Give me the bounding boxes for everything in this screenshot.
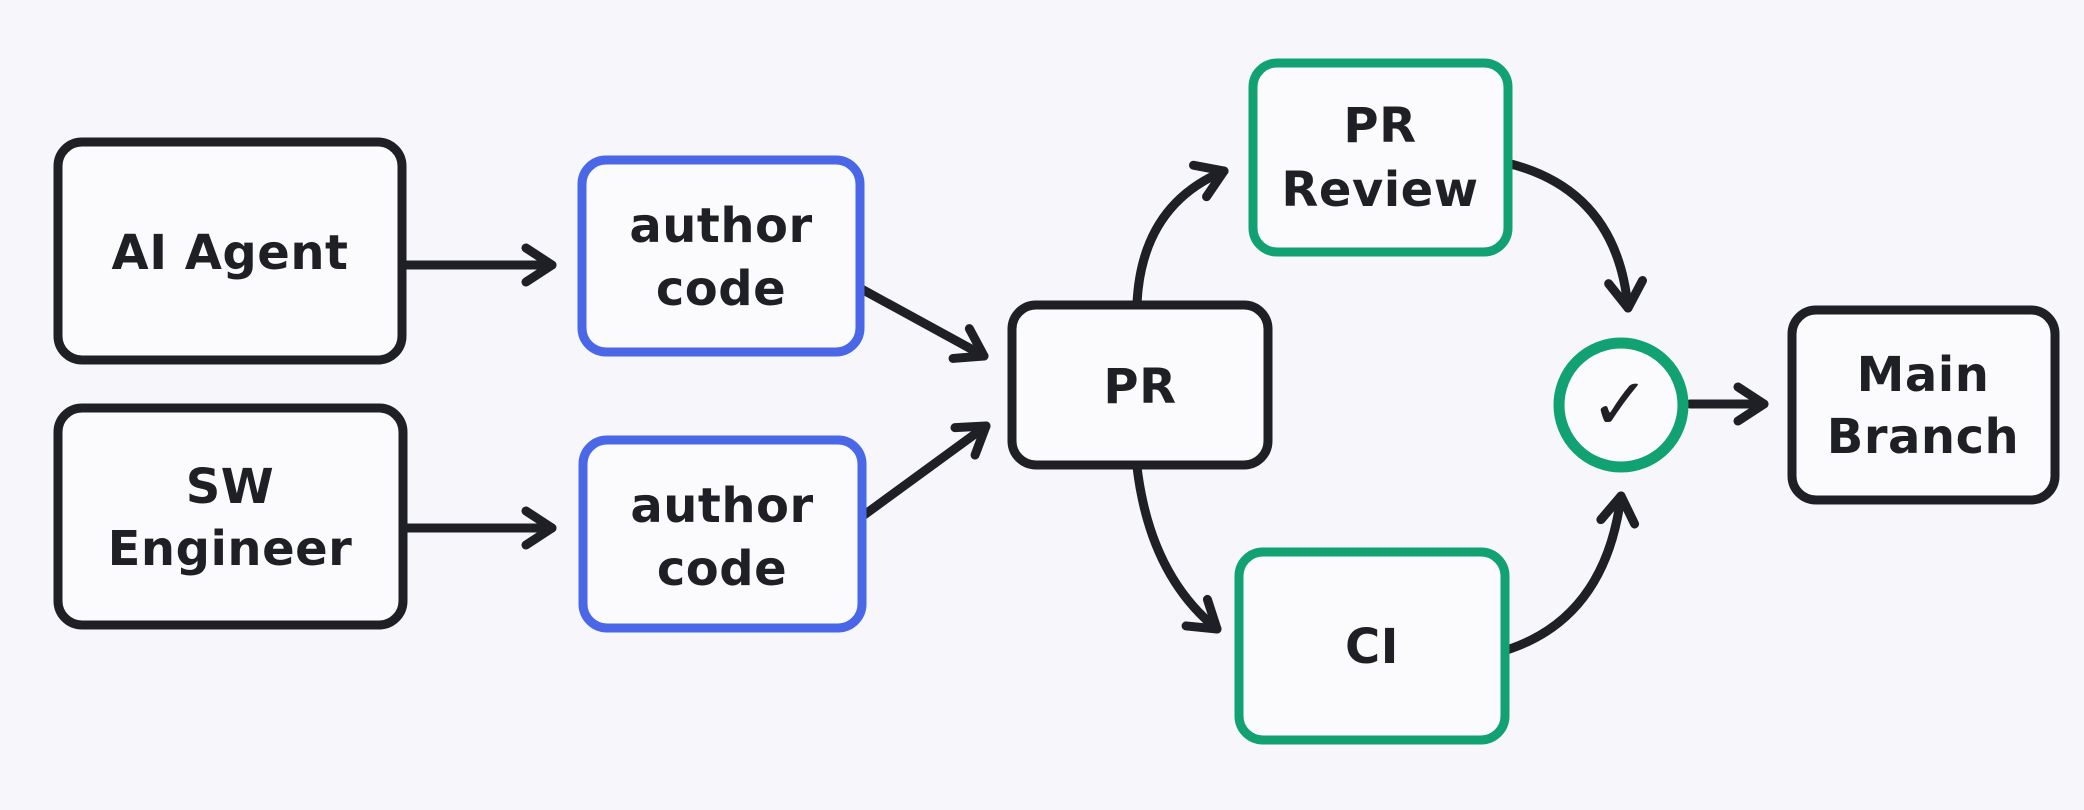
node-pr: PR bbox=[1007, 300, 1273, 470]
edge-pr-review-to-approval bbox=[1502, 158, 1648, 313]
edge-ci-to-approval bbox=[1495, 491, 1640, 657]
node-pr-box bbox=[1007, 300, 1273, 470]
node-main-branch-label-line2: Branch bbox=[1827, 409, 2019, 465]
node-main-branch-label-line1: Main bbox=[1857, 347, 1990, 403]
edge-pr-to-ci bbox=[1132, 462, 1222, 634]
edge-pr-to-pr-review bbox=[1132, 160, 1229, 308]
edge-author-code-bottom-to-pr bbox=[855, 421, 991, 523]
check-icon: ✓ bbox=[1590, 362, 1650, 446]
node-sw-engineer-box bbox=[53, 403, 408, 630]
node-pr-review-label-line1: PR bbox=[1343, 98, 1416, 154]
edge-author-code-top-to-pr bbox=[851, 281, 989, 363]
node-ai-agent: AI Agent bbox=[53, 137, 407, 365]
node-author-code-top-label-line2: code bbox=[656, 261, 786, 317]
node-sw-engineer-label-line2: Engineer bbox=[108, 521, 353, 577]
node-author-code-bottom-label-line1: author bbox=[630, 478, 813, 534]
node-pr-review-label-line2: Review bbox=[1281, 162, 1478, 218]
node-ci-label: CI bbox=[1345, 619, 1399, 675]
node-ai-agent-box bbox=[53, 137, 407, 365]
node-pr-label: PR bbox=[1103, 359, 1176, 415]
node-main-branch-box bbox=[1787, 305, 2060, 505]
node-author-code-bottom-label-line2: code bbox=[657, 541, 787, 597]
node-author-code-top-label-line1: author bbox=[629, 198, 812, 254]
edges-layer bbox=[397, 158, 1769, 657]
node-ci-box bbox=[1234, 547, 1510, 745]
node-ai-agent-label: AI Agent bbox=[112, 225, 349, 281]
node-ci: CI bbox=[1234, 547, 1510, 745]
node-author-code-top: author code bbox=[577, 155, 865, 357]
node-author-code-top-box bbox=[577, 155, 865, 357]
node-pr-review-box bbox=[1248, 58, 1513, 257]
nodes-layer: AI Agent SW Engineer author code author … bbox=[53, 58, 2060, 745]
node-approval-check: ✓ bbox=[1553, 337, 1689, 473]
node-author-code-bottom: author code bbox=[578, 435, 867, 633]
node-main-branch: Main Branch bbox=[1787, 305, 2060, 505]
node-sw-engineer: SW Engineer bbox=[53, 403, 408, 630]
node-sw-engineer-label-line1: SW bbox=[186, 459, 275, 515]
node-pr-review: PR Review bbox=[1248, 58, 1513, 257]
node-author-code-bottom-box bbox=[578, 435, 867, 633]
approval-check-circle bbox=[1553, 337, 1689, 473]
